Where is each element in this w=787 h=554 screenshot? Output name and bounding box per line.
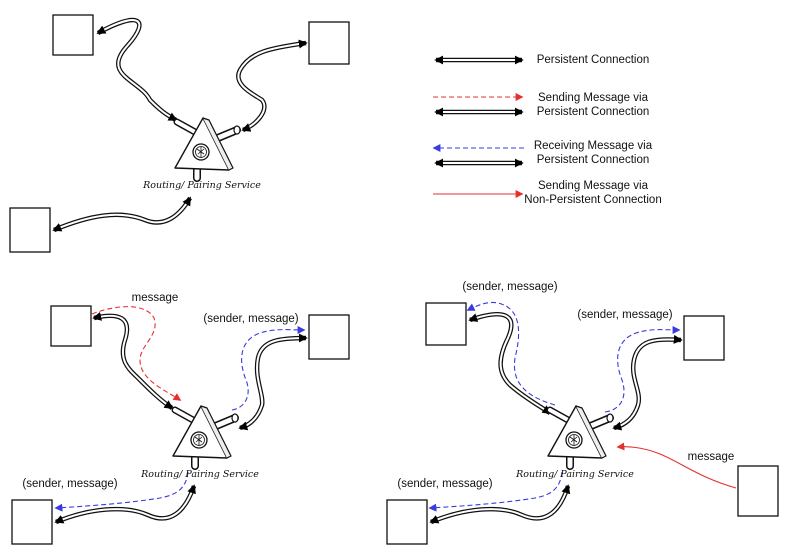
legend-receiving-persistent-line2: Persistent Connection <box>537 154 650 166</box>
legend-receiving-persistent-line1: Receiving Message via <box>534 140 653 152</box>
legend: Persistent Connection Sending Message vi… <box>432 54 662 206</box>
persistent-connection <box>236 39 308 133</box>
sender-message-label: (sender, message) <box>203 313 298 325</box>
routing-service-icon <box>175 118 240 178</box>
persistent-connection <box>429 484 571 525</box>
legend-sending-nonpersistent: Sending Message via Non-Persistent Conne… <box>433 180 662 206</box>
client-node[interactable] <box>50 305 92 347</box>
legend-persistent: Persistent Connection <box>434 54 650 66</box>
service-label: Routing/ Pairing Service <box>142 180 261 191</box>
legend-sending-persistent-line1: Sending Message via <box>538 92 649 104</box>
service-label: Routing/ Pairing Service <box>515 469 634 480</box>
client-node[interactable] <box>425 302 467 346</box>
persistent-connection <box>468 311 552 415</box>
diagram-persistent-send: Routing/ Pairing Service message (sender… <box>11 292 350 545</box>
client-node[interactable] <box>52 14 94 56</box>
legend-sending-persistent: Sending Message via Persistent Connectio… <box>433 92 649 118</box>
legend-receiving-persistent: Receiving Message via Persistent Connect… <box>432 140 653 168</box>
diagram-nonpersistent-send: Routing/ Pairing Service (sender, messag… <box>386 281 779 545</box>
message-label: message <box>688 451 735 463</box>
client-node[interactable] <box>308 21 350 65</box>
sender-message-label: (sender, message) <box>397 478 492 490</box>
legend-sending-nonpersistent-line1: Sending Message via <box>538 180 649 192</box>
persistent-connection <box>54 484 197 525</box>
persistent-connection <box>612 334 683 431</box>
service-label: Routing/ Pairing Service <box>140 469 259 480</box>
routing-service-icon <box>173 406 238 466</box>
sender-message-label: (sender, message) <box>462 281 557 293</box>
legend-sending-nonpersistent-line2: Non-Persistent Connection <box>524 194 661 206</box>
client-node[interactable] <box>683 315 725 361</box>
persistent-connection <box>92 311 174 410</box>
persistent-connection <box>96 17 178 122</box>
receiving-message-path <box>231 325 306 411</box>
diagram-overview: Routing/ Pairing Service <box>9 14 350 253</box>
sender-message-label: (sender, message) <box>22 478 117 490</box>
client-node[interactable] <box>11 499 53 545</box>
receiving-message-path <box>604 325 681 413</box>
legend-sending-persistent-line2: Persistent Connection <box>537 106 650 118</box>
sending-message-path <box>616 442 737 489</box>
client-node[interactable] <box>308 314 350 360</box>
sender-message-label: (sender, message) <box>577 309 672 321</box>
legend-persistent-label: Persistent Connection <box>537 54 650 66</box>
routing-service-icon <box>548 406 613 466</box>
client-node[interactable] <box>9 207 51 253</box>
persistent-connection <box>52 196 192 233</box>
sending-message-path <box>91 306 182 401</box>
client-node[interactable] <box>737 465 779 517</box>
message-label: message <box>132 292 179 304</box>
receiving-message-path <box>466 301 556 406</box>
persistent-connection <box>238 333 308 431</box>
client-node[interactable] <box>386 499 428 545</box>
